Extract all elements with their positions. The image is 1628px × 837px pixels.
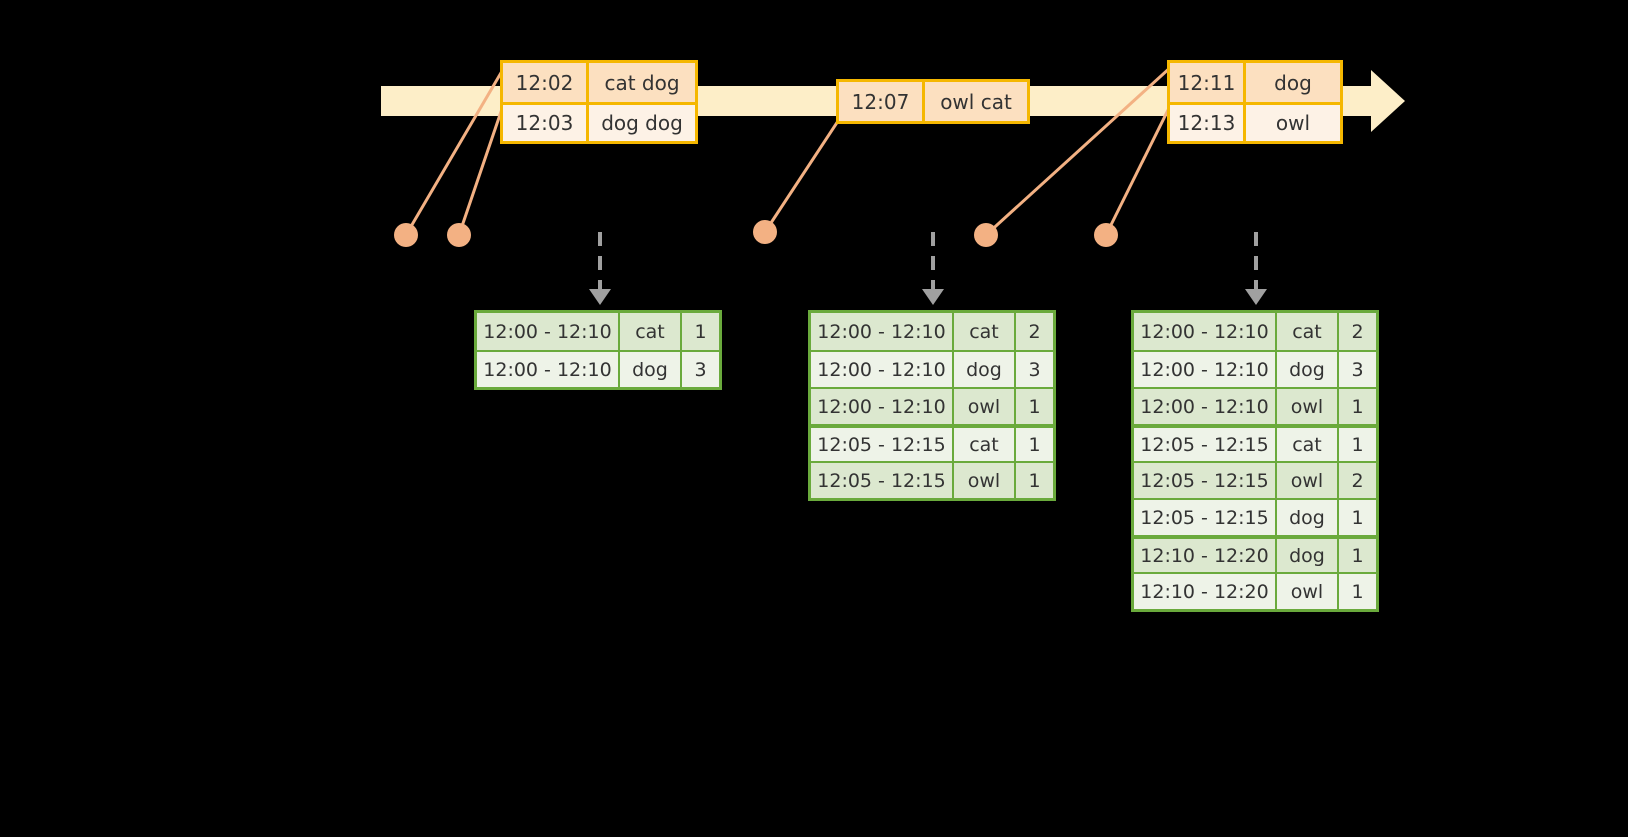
key-cell: cat bbox=[954, 313, 1016, 350]
key-cell: cat bbox=[620, 313, 682, 350]
key-cell: owl bbox=[954, 389, 1016, 424]
window-cell: 12:05 - 12:15 bbox=[1134, 500, 1277, 535]
window-cell: 12:00 - 12:10 bbox=[811, 389, 954, 424]
connector-1211 bbox=[984, 64, 1174, 237]
count-cell: 1 bbox=[1028, 395, 1041, 418]
key-cell: owl bbox=[1277, 574, 1339, 609]
flow-arrow-to-table-1-head bbox=[589, 289, 611, 305]
key-cell: owl bbox=[954, 463, 1016, 498]
event-payload: dog dog bbox=[601, 111, 683, 135]
count-cell: 3 bbox=[694, 358, 707, 381]
connector-1207 bbox=[763, 117, 842, 233]
window-cell: 12:10 - 12:20 bbox=[1134, 539, 1277, 572]
event-row: 12:03 dog dog bbox=[503, 102, 695, 141]
count-cell: 3 bbox=[1028, 358, 1041, 381]
event-row: 12:02 cat dog bbox=[503, 63, 695, 102]
connector-lines bbox=[404, 64, 1174, 237]
window-cell: 12:00 - 12:10 bbox=[1134, 352, 1277, 387]
count-cell: 3 bbox=[1351, 358, 1364, 381]
event-payload: dog bbox=[1274, 70, 1312, 95]
key-cell: cat bbox=[1277, 428, 1339, 461]
window-cell: 12:00 - 12:10 bbox=[477, 352, 620, 387]
event-time: 12:11 bbox=[1170, 63, 1246, 102]
connector-1213 bbox=[1104, 101, 1174, 236]
key-cell: dog bbox=[1277, 539, 1339, 572]
key-cell: dog bbox=[1277, 352, 1339, 387]
flow-arrows bbox=[589, 232, 1267, 305]
key-cell: owl bbox=[1277, 389, 1339, 424]
event-markers bbox=[394, 220, 1118, 247]
event-time: 12:13 bbox=[1170, 105, 1246, 141]
event-marker-1202 bbox=[394, 223, 418, 247]
event-time: 12:07 bbox=[839, 82, 925, 121]
event-row: 12:11 dog bbox=[1170, 63, 1340, 102]
event-payload: owl bbox=[1275, 111, 1311, 135]
count-cell: 2 bbox=[1351, 320, 1364, 343]
arrow-right-icon bbox=[1371, 70, 1405, 132]
event-row: 12:07 owl cat bbox=[839, 82, 1027, 121]
event-box-3: 12:11 dog 12:13 owl bbox=[1167, 60, 1343, 144]
key-cell: dog bbox=[620, 352, 682, 387]
count-cell: 1 bbox=[1028, 433, 1041, 456]
event-marker-1207 bbox=[753, 220, 777, 244]
window-cell: 12:05 - 12:15 bbox=[811, 428, 954, 461]
count-cell: 1 bbox=[694, 320, 707, 343]
event-payload: cat dog bbox=[604, 70, 680, 95]
count-cell: 2 bbox=[1028, 320, 1041, 343]
window-cell: 12:00 - 12:10 bbox=[1134, 313, 1277, 350]
event-time: 12:02 bbox=[503, 63, 589, 102]
window-cell: 12:00 - 12:10 bbox=[811, 313, 954, 350]
window-cell: 12:05 - 12:15 bbox=[811, 463, 954, 498]
count-cell: 1 bbox=[1351, 580, 1364, 603]
event-box-2: 12:07 owl cat bbox=[836, 79, 1030, 124]
count-cell: 1 bbox=[1351, 544, 1364, 567]
window-cell: 12:05 - 12:15 bbox=[1134, 463, 1277, 498]
key-cell: dog bbox=[1277, 500, 1339, 535]
key-cell: owl bbox=[1277, 463, 1339, 498]
flow-arrow-to-table-2-head bbox=[922, 289, 944, 305]
connector-1202 bbox=[404, 65, 507, 236]
key-cell: cat bbox=[954, 428, 1016, 461]
window-cell: 12:00 - 12:10 bbox=[1134, 389, 1277, 424]
event-time: 12:03 bbox=[503, 105, 589, 141]
window-cell: 12:10 - 12:20 bbox=[1134, 574, 1277, 609]
count-cell: 1 bbox=[1351, 395, 1364, 418]
event-row: 12:13 owl bbox=[1170, 102, 1340, 141]
flow-arrow-to-table-3-head bbox=[1245, 289, 1267, 305]
event-marker-1203 bbox=[447, 223, 471, 247]
event-box-1: 12:02 cat dog 12:03 dog dog bbox=[500, 60, 698, 144]
count-cell: 2 bbox=[1351, 469, 1364, 492]
event-marker-1213 bbox=[1094, 223, 1118, 247]
event-marker-1211 bbox=[974, 223, 998, 247]
count-cell: 1 bbox=[1351, 506, 1364, 529]
window-cell: 12:05 - 12:15 bbox=[1134, 428, 1277, 461]
key-cell: cat bbox=[1277, 313, 1339, 350]
window-cell: 12:00 - 12:10 bbox=[811, 352, 954, 387]
window-cell: 12:00 - 12:10 bbox=[477, 313, 620, 350]
count-cell: 1 bbox=[1028, 469, 1041, 492]
event-payload: owl cat bbox=[940, 89, 1012, 114]
key-cell: dog bbox=[954, 352, 1016, 387]
connector-1203 bbox=[457, 99, 507, 236]
count-cell: 1 bbox=[1351, 433, 1364, 456]
